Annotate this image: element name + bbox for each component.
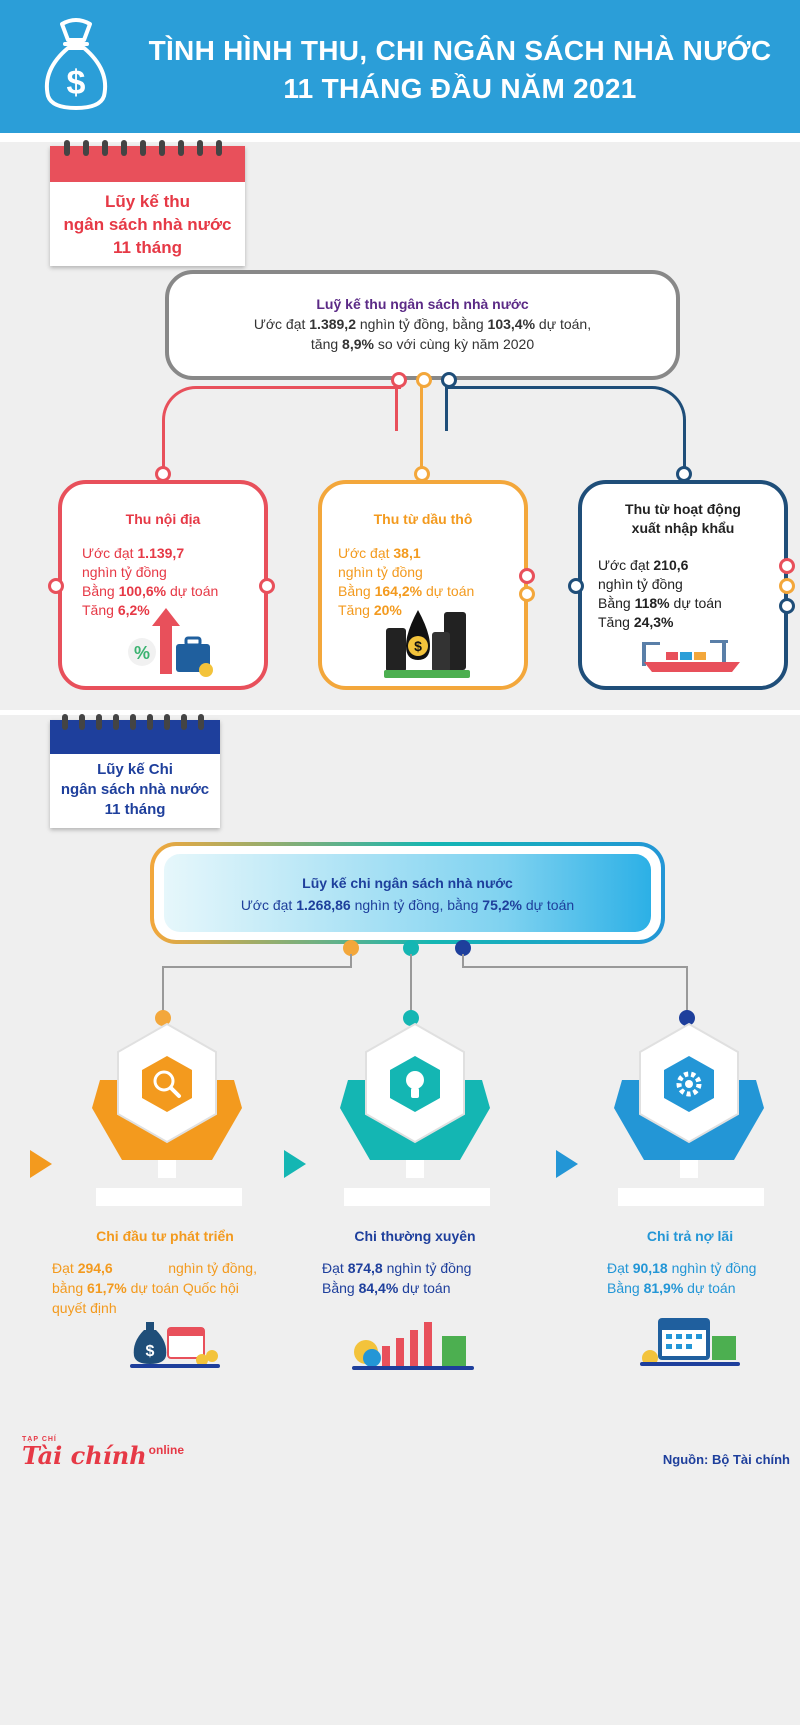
revenue-calendar-line3: 11 tháng: [113, 238, 182, 257]
revenue-summary-title: Luỹ kế thu ngân sách nhà nước: [316, 296, 529, 312]
expenditure-calendar: Lũy kế Chi ngân sách nhà nước 11 tháng: [50, 714, 220, 828]
connector-dot-orange: [416, 372, 432, 388]
cargo-port-icon: [642, 640, 740, 672]
svg-text:%: %: [134, 643, 150, 663]
hex-badge: [92, 1022, 242, 1178]
expenditure-calendar-line1: Lũy kế Chi: [97, 761, 173, 778]
item-title: Chi đầu tư phát triển: [96, 1228, 234, 1244]
growth-chart-icon: %: [128, 608, 213, 677]
expenditure-summary-title: Lũy kế chi ngân sách nhà nước: [302, 875, 513, 891]
card-title: Thu từ hoạt động xuất nhập khẩu: [625, 501, 741, 536]
money-bag-icon: $: [45, 18, 107, 110]
item-description: Đạt 90,18 nghìn tỷ đồng Bằng 81,9% dự to…: [607, 1260, 757, 1296]
bar-graph-coins-icon: [352, 1322, 474, 1370]
item-development-investment: [92, 1020, 242, 1200]
oil-barrels-icon: $: [384, 610, 470, 678]
expenditure-summary-box: Lũy kế chi ngân sách nhà nước Ước đạt 1.…: [164, 854, 651, 932]
item-description: Đạt 874,8 nghìn tỷ đồng Bằng 84,4% dự to…: [322, 1260, 472, 1296]
wire-red: [162, 386, 401, 475]
tai-chinh-logo: TẠP CHÍ Tài chính online: [22, 1436, 185, 1470]
header-banner: [0, 0, 800, 133]
calendar-coins-icon: [640, 1318, 740, 1366]
page-title-line1: TÌNH HÌNH THU, CHI NGÂN SÁCH NHÀ NƯỚC: [148, 35, 772, 66]
expenditure-calendar-line2: ngân sách nhà nước: [60, 781, 210, 798]
hex-badge: [340, 1022, 490, 1178]
item-regular-spending: [340, 1020, 490, 1200]
card-title: Thu nội địa: [125, 511, 201, 527]
revenue-calendar-line2: ngân sách nhà nước: [63, 215, 232, 234]
hex-badge: [614, 1022, 764, 1178]
item-interest-payment: [614, 1020, 764, 1200]
card-title: Thu từ dầu thô: [373, 511, 473, 527]
money-bag-calendar-icon: $: [130, 1322, 220, 1368]
wire-navy: [445, 386, 686, 475]
item-title: Chi thường xuyên: [354, 1228, 476, 1244]
source-credit: Nguồn: Bộ Tài chính: [662, 1452, 790, 1467]
revenue-card-import-export: Thu từ hoạt động xuất nhập khẩu Ước đạt …: [578, 480, 788, 690]
item-description: Đạt 294,6 nghìn tỷ đồng, bằng 61,7% dự t…: [52, 1260, 257, 1316]
expenditure-calendar-line3: 11 tháng: [104, 801, 166, 818]
page-title: TÌNH HÌNH THU, CHI NGÂN SÁCH NHÀ NƯỚC 11…: [140, 32, 780, 108]
arrow-left-orange: [30, 1150, 52, 1178]
item-title: Chi trả nợ lãi: [646, 1228, 734, 1244]
revenue-summary-box: Luỹ kế thu ngân sách nhà nước Ước đạt 1.…: [165, 270, 680, 380]
svg-text:$: $: [414, 638, 422, 654]
revenue-calendar-line1: Lũy kế thu: [104, 192, 190, 211]
page-title-line2: 11 THÁNG ĐẦU NĂM 2021: [283, 73, 637, 104]
revenue-card-domestic: Thu nội địa Ước đạt 1.139,7 nghìn tỷ đồn…: [58, 480, 268, 690]
wire-orange: [420, 386, 423, 472]
svg-text:$: $: [67, 64, 86, 102]
revenue-calendar: Lũy kế thu ngân sách nhà nước 11 tháng: [50, 140, 245, 266]
arrow-left-blue: [556, 1150, 578, 1178]
expenditure-summary-frame: Lũy kế chi ngân sách nhà nước Ước đạt 1.…: [150, 842, 665, 944]
revenue-card-crude-oil: Thu từ dầu thô Ước đạt 38,1 nghìn tỷ đồn…: [318, 480, 528, 690]
svg-text:$: $: [146, 1343, 155, 1360]
arrow-left-teal: [284, 1150, 306, 1178]
